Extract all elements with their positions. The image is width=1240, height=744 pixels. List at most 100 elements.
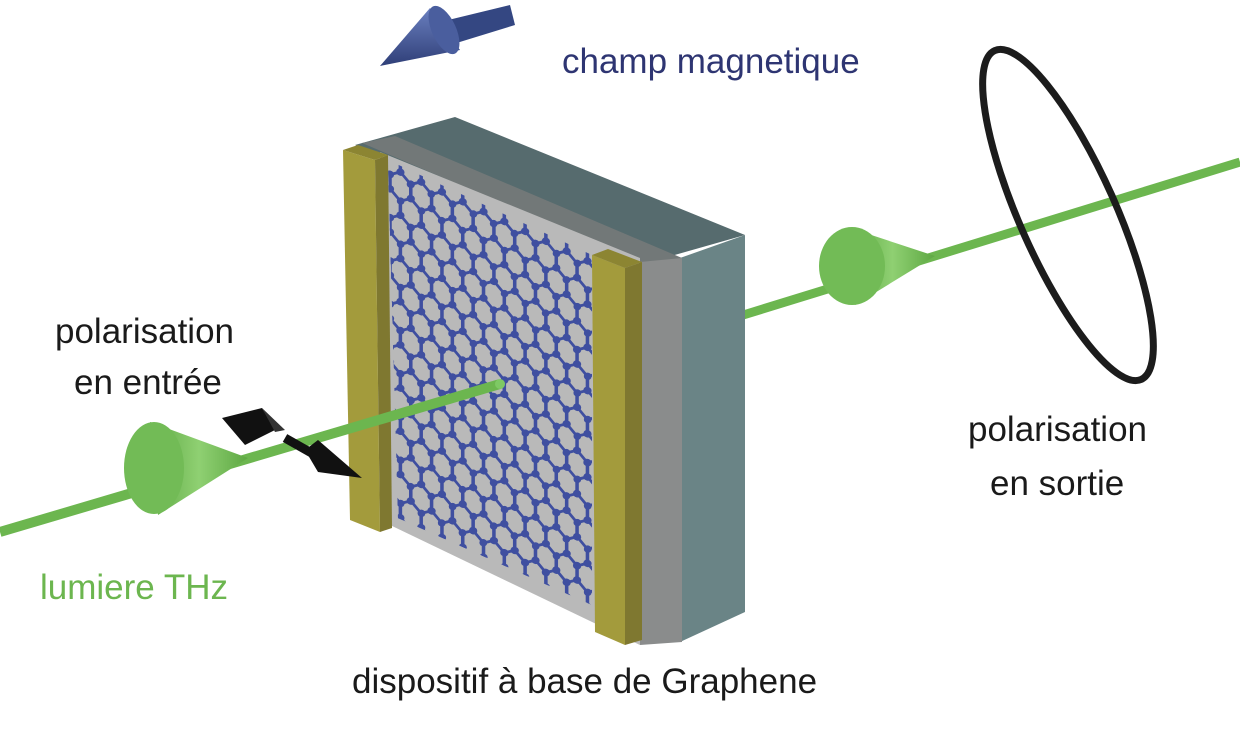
carbon-atom [449,287,457,295]
carbon-atom [470,512,478,521]
carbon-atom [532,542,540,550]
carbon-atom [396,298,404,306]
carbon-atom [469,311,477,319]
carbon-atom [448,560,456,568]
carbon-atom [573,648,580,655]
carbon-atom [490,580,499,588]
carbon-atom [470,440,478,449]
carbon-atom [574,649,581,656]
carbon-atom [437,476,446,484]
carbon-atom [418,553,426,561]
carbon-atom [459,400,467,408]
carbon-atom [449,560,457,568]
carbon-atom [553,566,561,575]
carbon-atom [501,462,509,471]
carbon-atom [469,599,477,605]
carbon-atom [563,247,571,255]
carbon-atom [356,538,363,545]
carbon-atom [552,436,560,445]
carbon-atom [428,593,436,602]
carbon-atom [377,548,384,555]
carbon-atom [388,574,395,582]
carbon-atom [489,479,498,487]
carbon-atom [470,469,478,477]
carbon-atom [418,351,426,359]
carbon-atom [522,472,530,481]
carbon-atom [418,423,426,431]
carbon-atom [469,527,477,535]
carbon-atom [501,419,509,427]
carbon-atom [366,550,373,557]
carbon-atom [376,533,383,540]
carbon-atom [470,426,478,434]
carbon-atom [542,612,549,619]
carbon-atom [490,609,497,616]
carbon-atom [584,632,591,639]
carbon-atom [584,300,592,309]
carbon-atom [489,219,498,228]
carbon-atom [521,602,529,605]
carbon-atom [532,470,540,478]
carbon-atom [437,562,446,570]
carbon-atom [511,546,519,555]
carbon-atom [458,485,466,494]
carbon-atom [522,645,529,652]
carbon-atom [584,430,592,438]
carbon-atom [458,356,466,364]
carbon-atom [532,643,539,650]
carbon-atom [573,576,582,584]
carbon-atom [553,379,561,387]
thz-light-label: lumiere THz [40,568,229,607]
carbon-atom [388,530,394,538]
carbon-atom [470,354,478,362]
carbon-atom [500,477,508,485]
carbon-atom [397,370,405,378]
substrate-side [680,235,745,642]
carbon-atom [490,350,499,358]
output-polarization-label-2: en sortie [990,464,1125,503]
carbon-atom [470,340,478,348]
carbon-atom [418,466,426,474]
output-polarization-label-1: polarisation [968,410,1147,449]
carbon-atom [388,559,395,568]
carbon-atom [428,449,436,458]
carbon-atom [541,309,549,317]
carbon-atom [459,587,467,595]
carbon-atom [470,210,478,218]
carbon-atom [532,297,540,305]
carbon-atom [427,190,435,198]
carbon-atom [407,540,415,549]
carbon-atom [584,588,592,597]
carbon-atom [417,308,425,316]
carbon-atom [449,373,457,381]
carbon-atom [501,246,509,255]
carbon-atom [366,564,373,571]
carbon-atom [428,248,436,256]
carbon-atom [553,639,560,646]
carbon-atom [531,599,540,605]
carbon-atom [532,513,540,521]
carbon-atom [543,627,550,634]
carbon-atom [584,286,592,294]
carbon-atom [438,606,445,613]
carbon-atom [418,380,426,388]
carbon-atom [511,590,519,598]
carbon-atom [511,287,519,296]
carbon-atom [449,330,457,338]
carbon-atom [573,562,582,570]
carbon-atom [573,346,582,354]
carbon-atom [563,377,571,385]
carbon-atom [438,317,446,326]
carbon-atom [510,316,518,324]
carbon-atom [573,389,582,397]
carbon-atom [542,496,550,505]
carbon-atom [388,559,394,567]
carbon-atom [397,456,405,464]
carbon-atom [388,573,394,581]
carbon-atom [521,486,529,495]
carbon-atom [366,550,373,557]
carbon-atom [480,510,488,518]
carbon-atom [542,280,550,289]
carbon-atom [510,359,518,367]
carbon-atom [418,394,426,402]
